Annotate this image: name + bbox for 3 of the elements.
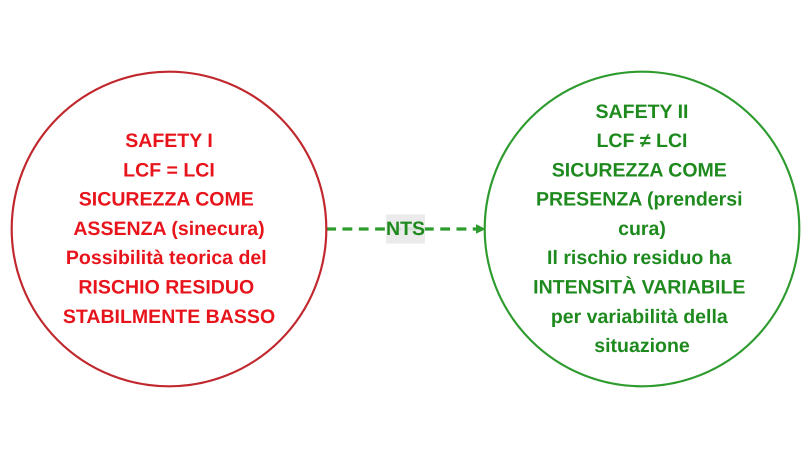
node-circle: SAFETY II LCF ≠ LCI SICUREZZA COME PRESENZA (prendersi cura) Il rischio residuo ha INTENSITÀ VARIABILE per variabilità della situazione xyxy=(484,70,800,387)
edge-label: NTS xyxy=(386,217,426,239)
node-circle: SAFETY I LCF = LCI SICUREZZA COME ASSENZA (sinecura) Possibilità teorica del RISCHIO RESIDUO STABILMENTE BASSO xyxy=(10,70,328,387)
